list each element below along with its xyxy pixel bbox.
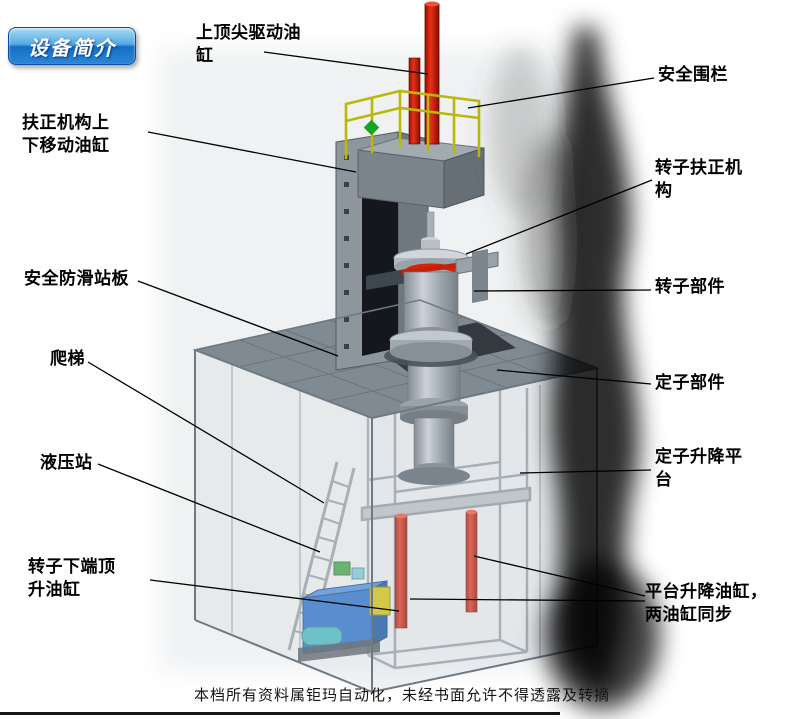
bottom-rule: [0, 712, 560, 715]
title-badge: 设备简介: [8, 27, 136, 65]
safety-fence-railing: [344, 89, 481, 160]
platform-lift-cylinders-graphic: [394, 509, 478, 629]
top-carriage: [357, 137, 485, 209]
footer-note: 本档所有资料属钜玛自动化，未经书面允许不得透露及转摘: [193, 686, 610, 704]
callout-upper-tip-drive-cylinder: 上顶尖驱动油 缸: [196, 23, 301, 67]
callout-rotor-centering-mechanism: 转子扶正机 构: [655, 158, 743, 202]
callout-platform-lifting-cylinders: 平台升降油缸， 两油缸同步: [645, 582, 768, 626]
callout-stator-lifting-platform: 定子升降平 台: [655, 447, 743, 491]
callout-ladder: 爬梯: [50, 349, 85, 369]
callout-hydraulic-station: 液压站: [40, 453, 93, 473]
callout-rotor-bottom-jacking-cylinder: 转子下端顶 升油缸: [28, 557, 116, 601]
callout-stator-component: 定子部件: [655, 373, 725, 393]
smoke-shadow: [490, 25, 660, 710]
callout-safety-fence: 安全围栏: [658, 65, 728, 85]
callout-rotor-component: 转子部件: [655, 277, 725, 297]
title-badge-label: 设备简介: [28, 35, 116, 60]
leader-lines: [87, 51, 655, 612]
rotor-assembly: [366, 211, 499, 367]
enclosure-inner-posts: [231, 362, 541, 662]
callout-centering-mechanism-cylinder: 扶正机构上 下移动油缸: [22, 113, 110, 157]
callout-anti-slip-standing-plate: 安全防滑站板: [24, 269, 129, 289]
